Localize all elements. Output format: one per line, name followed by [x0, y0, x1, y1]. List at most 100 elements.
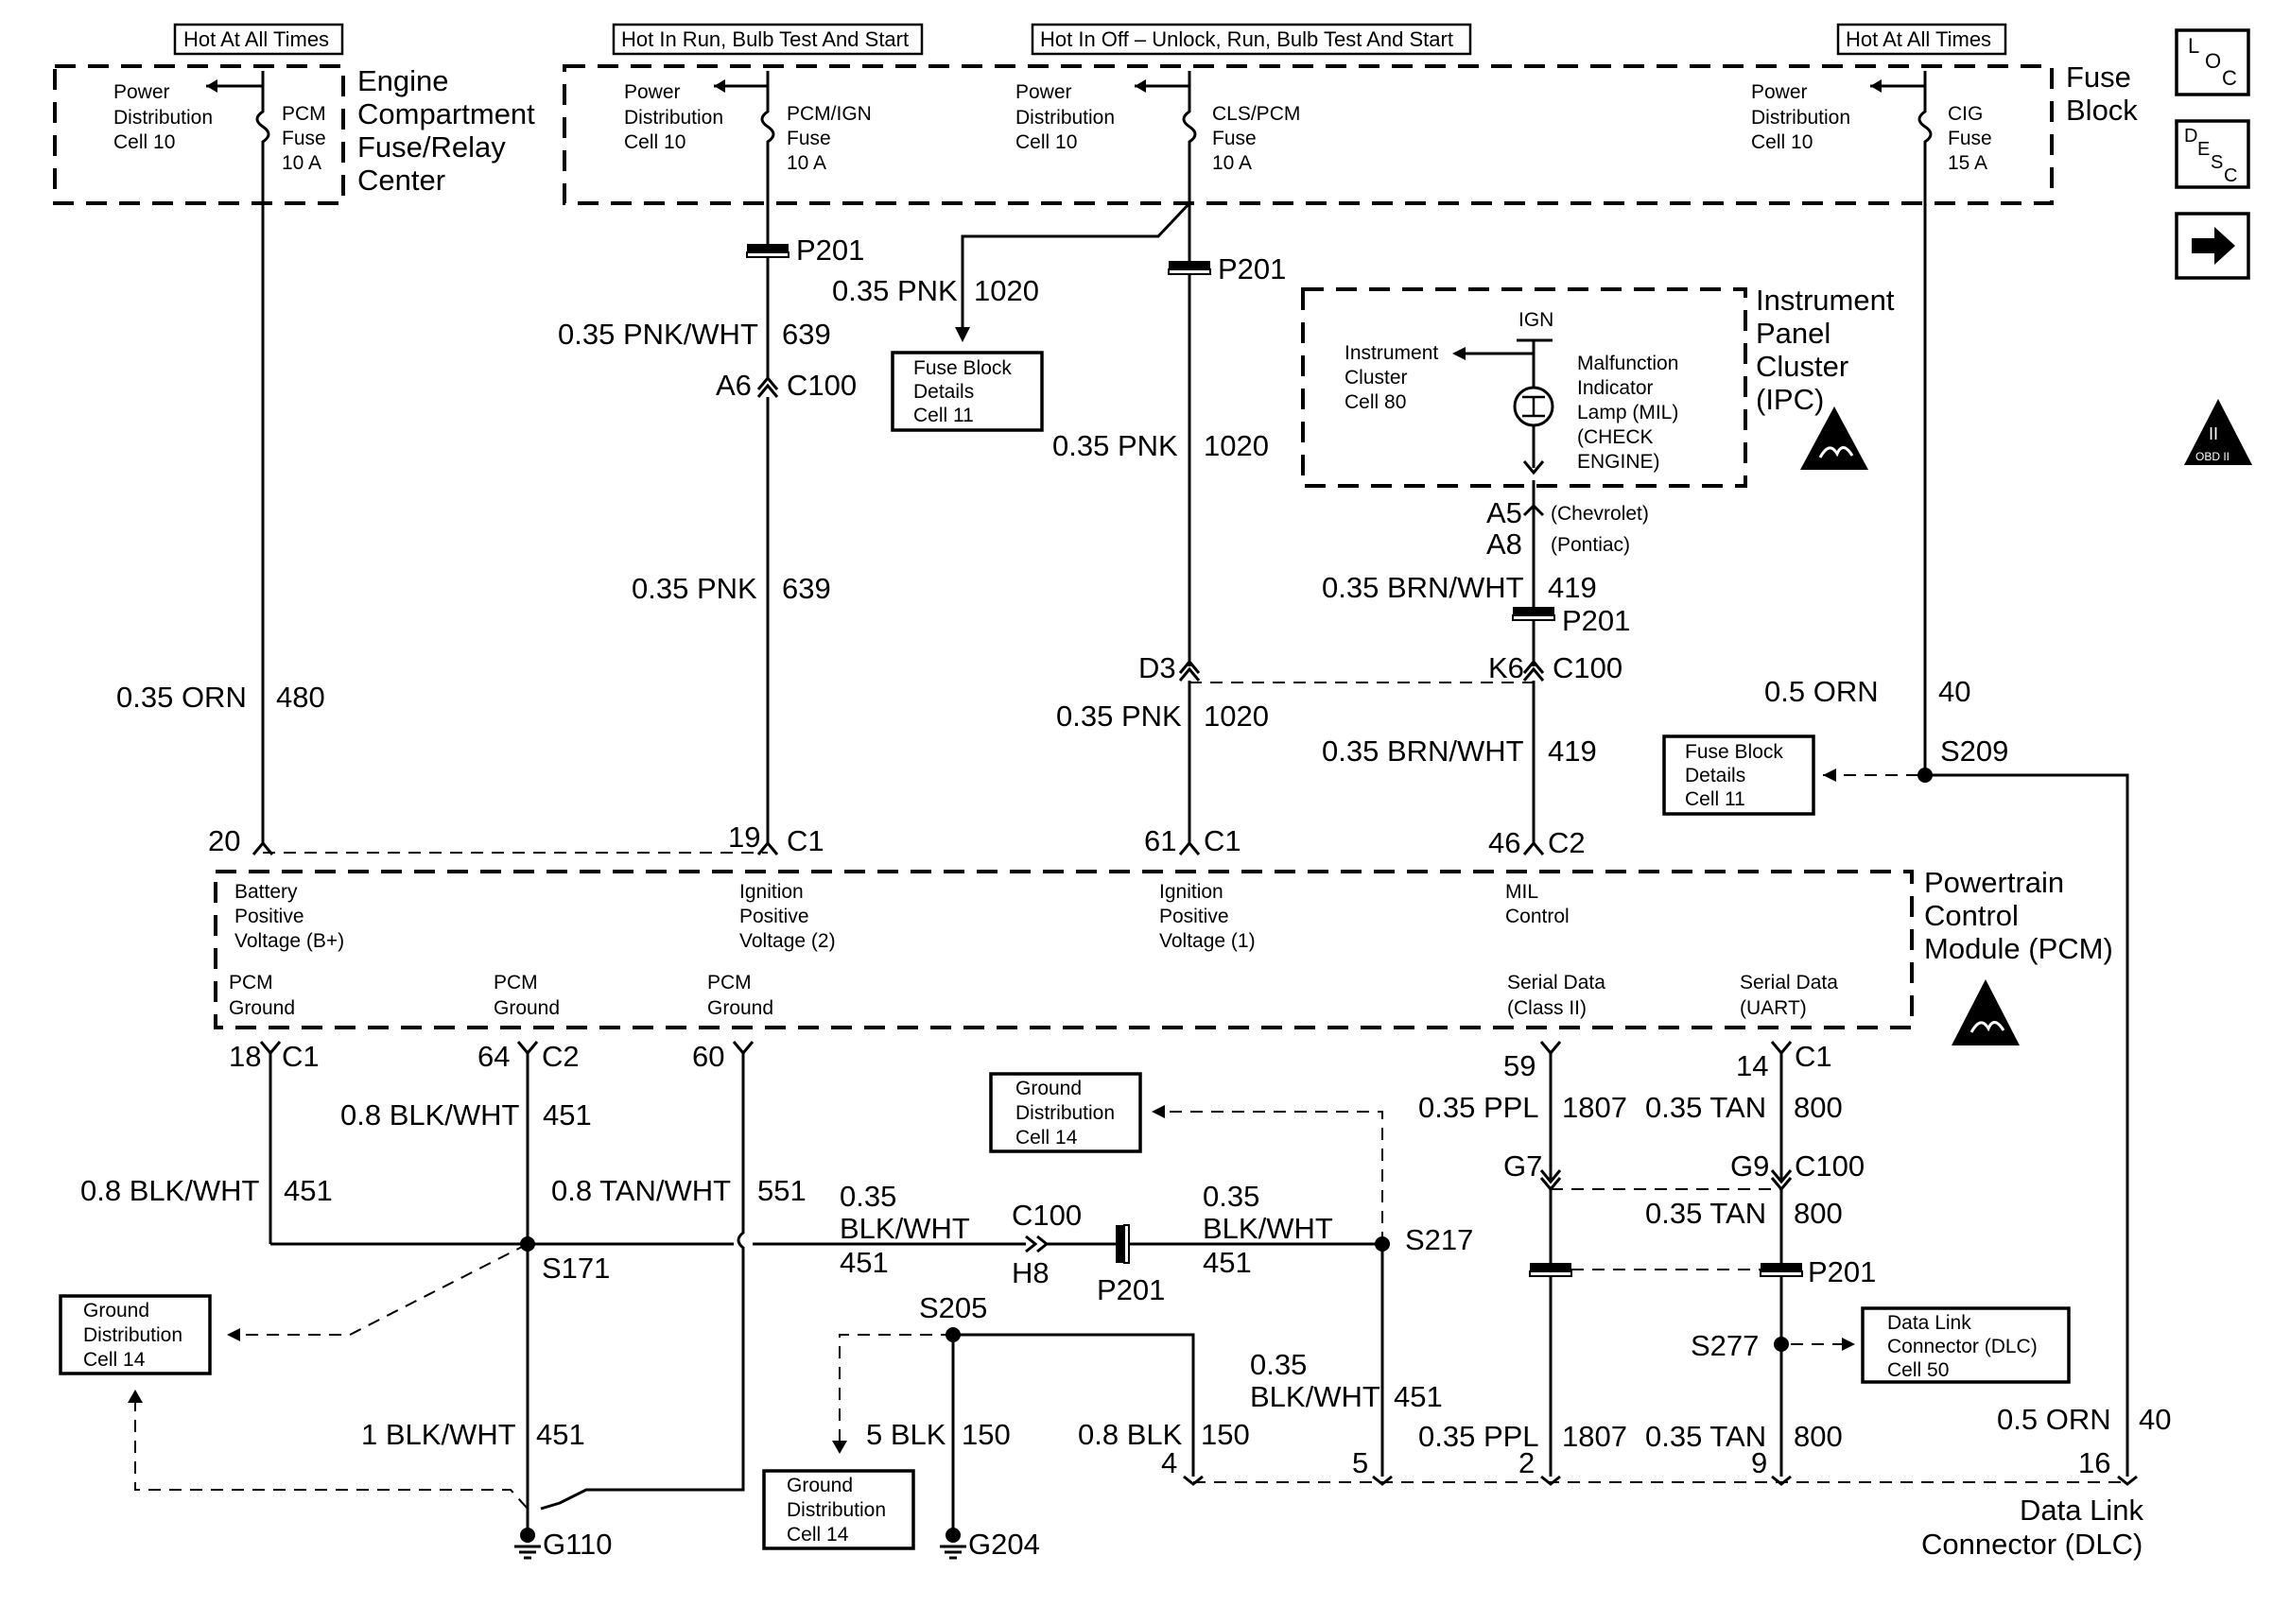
svg-text:14: 14: [1736, 1049, 1768, 1082]
svg-text:0.5 ORN: 0.5 ORN: [1997, 1403, 2111, 1436]
svg-text:Battery: Battery: [234, 881, 298, 903]
svg-text:Cell 11: Cell 11: [913, 405, 974, 426]
wire-150-right: [953, 1333, 1195, 1477]
wire-label-tan-800-c: 0.35 TAN 800: [1645, 1420, 1843, 1453]
wire-label-brn-419-a: 0.35 BRN/WHT 419: [1322, 571, 1597, 604]
svg-text:639: 639: [782, 318, 831, 351]
connector-g7-g9-c100: G7 G9 C100: [1503, 1149, 1865, 1192]
svg-text:0.35: 0.35: [840, 1180, 896, 1213]
svg-text:PCM: PCM: [282, 103, 326, 125]
svg-text:Power: Power: [1751, 81, 1808, 103]
c100-connector-icon: [1178, 659, 1201, 682]
wire-label-brn-419-b: 0.35 BRN/WHT 419: [1322, 734, 1597, 768]
svg-text:Cell 10: Cell 10: [624, 131, 685, 153]
svg-text:59: 59: [1503, 1049, 1536, 1082]
svg-text:ENGINE): ENGINE): [1577, 451, 1660, 473]
svg-text:CIG: CIG: [1948, 103, 1983, 125]
svg-text:Ground: Ground: [1015, 1078, 1082, 1099]
wire-label-blkwht-451-e: 0.35 BLK/WHT 451: [1250, 1348, 1443, 1413]
svg-text:C: C: [2222, 66, 2237, 90]
svg-text:S: S: [2211, 152, 2223, 173]
svg-text:Hot At All Times: Hot At All Times: [1846, 27, 1991, 51]
arrow-left-icon: [714, 79, 725, 93]
svg-text:Details: Details: [913, 381, 974, 403]
svg-text:Ground: Ground: [229, 997, 295, 1019]
ipc-outline: [1301, 287, 1747, 488]
svg-text:150: 150: [962, 1418, 1011, 1451]
fuse-symbol-icon: [1182, 86, 1197, 151]
svg-text:Fuse: Fuse: [1948, 128, 1992, 149]
svg-text:451: 451: [840, 1246, 889, 1279]
dlc-ref-box[interactable]: Data Link Connector (DLC) Cell 50: [1861, 1306, 2071, 1384]
pcm-pin-18-c1: 18 C1: [229, 1040, 320, 1244]
pcm-label: Powertrain Control Module (PCM): [1924, 866, 2113, 965]
svg-text:PCM: PCM: [707, 972, 752, 993]
fuse-block-details-ref-1[interactable]: Fuse Block Details Cell 11: [891, 351, 1044, 432]
header-hot-at-all-times-right: Hot At All Times: [1836, 23, 2007, 56]
svg-text:Distribution: Distribution: [1015, 107, 1115, 129]
ground-distribution-ref-3[interactable]: Ground Distribution Cell 14: [762, 1469, 915, 1550]
svg-text:(CHECK: (CHECK: [1577, 426, 1654, 448]
arrow-up-icon: [832, 1441, 847, 1454]
svg-text:(IPC): (IPC): [1756, 383, 1824, 416]
svg-text:Block: Block: [2066, 94, 2138, 127]
svg-text:Hot At All Times: Hot At All Times: [183, 27, 329, 51]
wire-label-tanwht-551: 0.8 TAN/WHT 551: [551, 1174, 807, 1207]
svg-text:Power: Power: [624, 81, 681, 103]
label-p201: P201: [1218, 252, 1286, 285]
svg-text:A5: A5: [1486, 496, 1522, 529]
c100-connector-icon: [756, 375, 779, 398]
wire-label-blk-150-b: 0.8 BLK 150: [1078, 1418, 1250, 1451]
svg-text:0.35 PPL: 0.35 PPL: [1418, 1420, 1539, 1453]
svg-text:0.8 BLK/WHT: 0.8 BLK/WHT: [80, 1174, 260, 1207]
svg-text:60: 60: [692, 1040, 724, 1073]
pcm-ignition-2-input: Ignition Positive Voltage (2): [739, 881, 836, 952]
ground-distribution-ref-1[interactable]: Ground Distribution Cell 14: [989, 1072, 1142, 1153]
svg-text:(Chevrolet): (Chevrolet): [1551, 503, 1649, 525]
p201-connector-1020: [1168, 261, 1211, 275]
svg-text:C100: C100: [787, 369, 857, 402]
dlc-pin-2-icon: [1540, 1475, 1561, 1486]
svg-text:Ignition: Ignition: [739, 881, 804, 903]
svg-text:451: 451: [284, 1174, 333, 1207]
svg-text:A6: A6: [716, 369, 752, 402]
arrow-left-icon: [1135, 79, 1146, 93]
label-s205: S205: [919, 1291, 987, 1324]
svg-text:Cell 11: Cell 11: [1685, 788, 1745, 810]
svg-text:10 A: 10 A: [282, 152, 321, 174]
wire-label-ppl-1807-b: 0.35 PPL 1807: [1418, 1420, 1627, 1453]
svg-text:OBD II: OBD II: [2195, 450, 2230, 463]
power-dist-3: Power Distribution Cell 10: [1015, 71, 1191, 153]
svg-text:O: O: [2205, 49, 2221, 73]
ipc-pins: A5 (Chevrolet) A8 (Pontiac): [1486, 486, 1649, 561]
svg-text:551: 551: [757, 1174, 807, 1207]
loc-button[interactable]: L O C: [2175, 28, 2250, 96]
svg-text:Cell 50: Cell 50: [1887, 1359, 1949, 1381]
svg-text:Connector (DLC): Connector (DLC): [1921, 1528, 2143, 1561]
pcm-pin-19-c1: 19 C1: [728, 821, 824, 857]
svg-text:Fuse Block: Fuse Block: [1685, 741, 1783, 763]
svg-text:451: 451: [1394, 1380, 1443, 1413]
svg-text:BLK/WHT: BLK/WHT: [1203, 1212, 1333, 1245]
pcm-mil-control: MIL Control: [1505, 881, 1570, 927]
header-hot-in-run: Hot In Run, Bulb Test And Start: [612, 23, 924, 56]
next-page-button[interactable]: [2175, 212, 2250, 280]
ground-distribution-ref-2[interactable]: Ground Distribution Cell 14: [59, 1294, 212, 1375]
pcm-ground-1: PCM Ground: [229, 972, 295, 1019]
fuse-symbol-icon: [255, 86, 270, 151]
svg-text:Instrument: Instrument: [1756, 284, 1895, 317]
svg-text:Distribution: Distribution: [624, 107, 723, 129]
wire-label-blk-150-a: 5 BLK 150: [866, 1418, 1011, 1451]
p201-ground-connector: [1116, 1224, 1130, 1264]
fuse-block-details-ref-2[interactable]: Fuse Block Details Cell 11: [1662, 734, 1815, 816]
s217-dash: [1161, 1111, 1383, 1244]
svg-text:Voltage (2): Voltage (2): [739, 930, 836, 952]
ipc-label: Instrument Panel Cluster (IPC): [1756, 284, 1895, 416]
label-p201-ground: P201: [1097, 1273, 1165, 1306]
arrow-left-icon: [1870, 79, 1882, 93]
pcm-ignition-1-input: Ignition Positive Voltage (1): [1159, 881, 1256, 952]
svg-text:150: 150: [1201, 1418, 1250, 1451]
desc-button[interactable]: D E S C: [2175, 119, 2250, 189]
svg-text:10 A: 10 A: [1212, 152, 1252, 174]
svg-text:46: 46: [1488, 826, 1520, 859]
